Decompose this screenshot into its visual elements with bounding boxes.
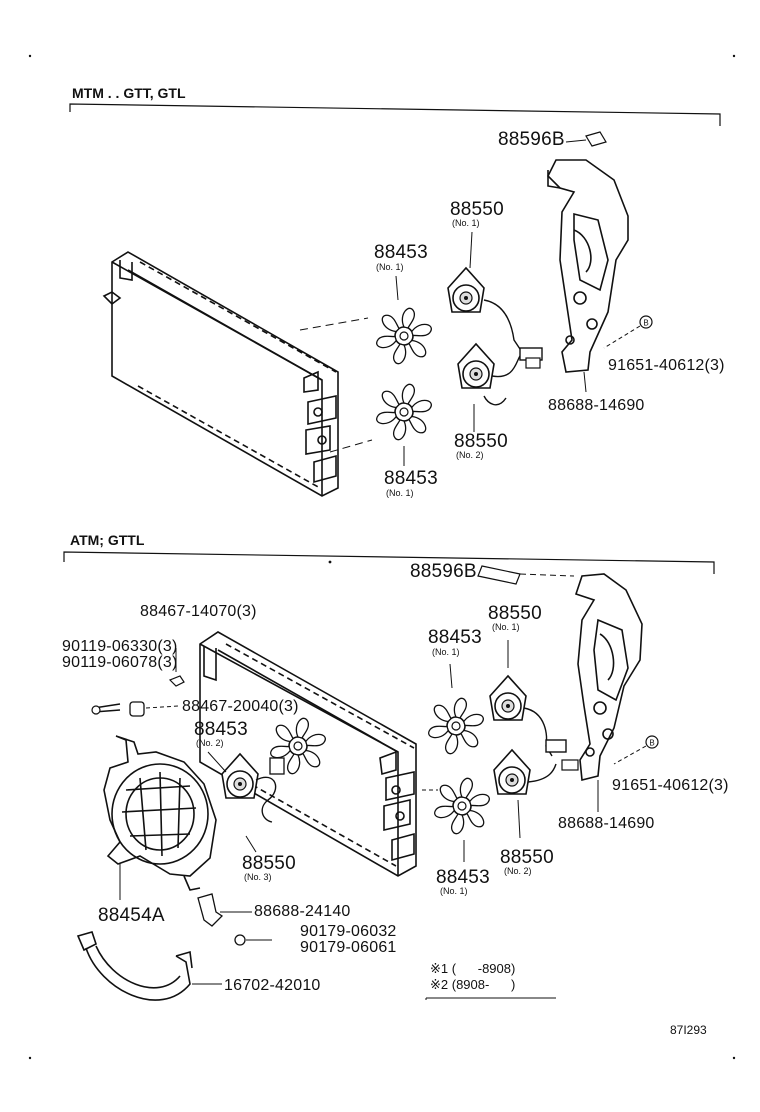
part-number-88596b-bottom: 88596B <box>410 561 477 582</box>
radiator-top <box>102 251 339 497</box>
part-number-90119-06078: 90119-06078(3) <box>62 654 178 671</box>
part-number-88688-14690-top: 88688-14690 <box>548 397 645 414</box>
part-number-88550-no1-top: 88550 <box>450 199 504 220</box>
bottom-section-header: ATM; GTTL <box>70 532 145 548</box>
part-number-90179-06032: 90179-06032 <box>300 923 397 940</box>
part-number-88550-no2-bottom: 88550 <box>500 847 554 868</box>
part-sub-no1: (No. 1) <box>376 262 404 272</box>
part-number-91651-bottom: 91651-40612(3) <box>612 777 729 794</box>
part-number-88688-24140: 88688-24140 <box>254 903 351 920</box>
part-number-88454a: 88454A <box>98 905 165 926</box>
part-sub-no3: (No. 3) <box>244 872 272 882</box>
fan-shroud-bottom <box>574 573 643 782</box>
bottom-section-art: B <box>28 54 736 1060</box>
fan-band-16702 <box>76 931 193 1001</box>
fan-shroud-top <box>547 159 629 373</box>
applicability-note-1: ※1 ( -8908) <box>430 961 516 976</box>
part-number-16702-42010: 16702-42010 <box>224 977 321 994</box>
part-number-88550-no2-top: 88550 <box>454 431 508 452</box>
part-number-88688-14690-bottom: 88688-14690 <box>558 815 655 832</box>
part-number-88596b-top: 88596B <box>498 129 565 150</box>
part-sub-no1: (No. 1) <box>452 218 480 228</box>
part-number-88453-no1-top: 88453 <box>374 242 428 263</box>
top-section-art: B <box>69 103 721 497</box>
svg-text:B: B <box>643 319 648 328</box>
part-number-88453-no1-bottom: 88453 <box>428 627 482 648</box>
svg-text:B: B <box>649 739 654 748</box>
part-number-88453-no1-bottom-lower: 88453 <box>436 867 490 888</box>
part-sub-no1: (No. 1) <box>492 622 520 632</box>
part-number-91651-top: 91651-40612(3) <box>608 357 725 374</box>
part-sub-no1: (No. 1) <box>432 647 460 657</box>
part-number-88467-14070: 88467-14070(3) <box>140 603 257 620</box>
part-number-90179-06061: 90179-06061 <box>300 939 397 956</box>
part-sub-no2: (No. 2) <box>196 738 224 748</box>
part-number-88550-no3-bottom: 88550 <box>242 853 296 874</box>
top-section-header: MTM . . GTT, GTL <box>72 85 186 101</box>
part-number-88453-no1-top-lower: 88453 <box>384 468 438 489</box>
applicability-note-2: ※2 (8908- ) <box>430 977 516 992</box>
fan-shroud-88454a <box>103 735 217 891</box>
part-number-90119-06330: 90119-06330(3) <box>62 638 178 655</box>
part-sub-no1: (No. 1) <box>386 488 414 498</box>
part-sub-no2: (No. 2) <box>456 450 484 460</box>
illustration-code: 87I293 <box>670 1023 707 1037</box>
part-number-88467-20040: 88467-20040(3) <box>182 698 299 715</box>
part-number-88550-no1-bottom: 88550 <box>488 603 542 624</box>
part-sub-no1: (No. 1) <box>440 886 468 896</box>
part-number-88453-no2-bottom: 88453 <box>194 719 248 740</box>
part-sub-no2: (No. 2) <box>504 866 532 876</box>
